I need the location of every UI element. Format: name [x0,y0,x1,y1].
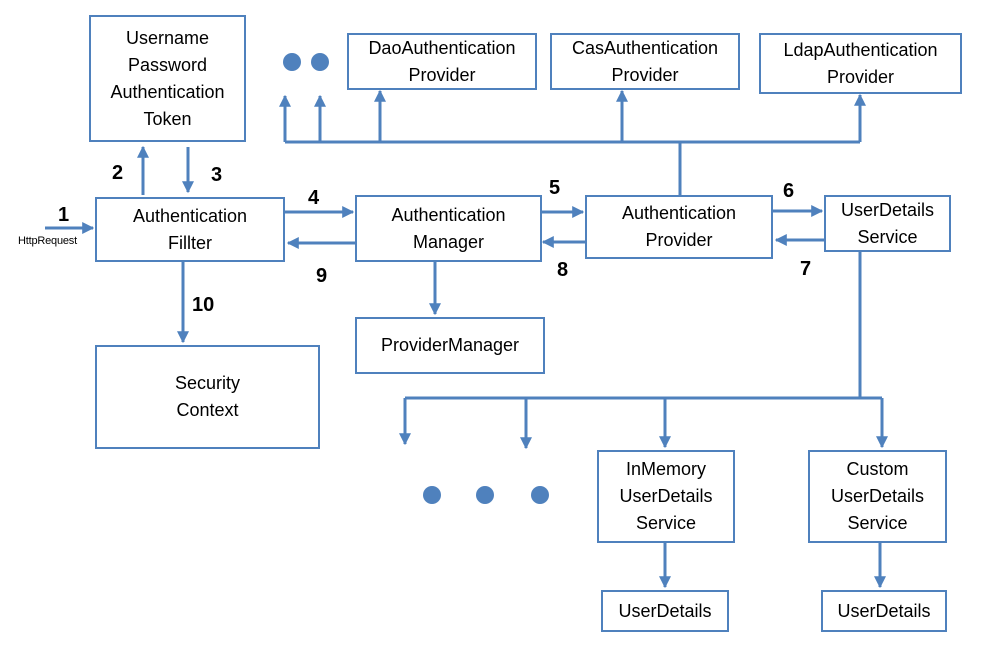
security-context-box: Security Context [95,345,320,449]
ellipsis-dot [531,486,549,504]
step-label-10: 10 [192,294,215,316]
user-details-box-custom: UserDetails [821,590,947,632]
step-label-6: 6 [783,180,795,202]
provider-manager-box: ProviderManager [355,317,545,374]
ellipsis-dot [283,53,301,71]
ellipsis-dot [423,486,441,504]
step-label-9: 9 [316,265,328,287]
dao-authentication-provider-box: DaoAuthentication Provider [347,33,537,90]
authentication-provider-box: Authentication Provider [585,195,773,259]
step-label-7: 7 [800,258,812,280]
step-label-3: 3 [211,164,223,186]
custom-user-details-service-box: Custom UserDetails Service [808,450,947,543]
authentication-filter-box: Authentication Fillter [95,197,285,262]
ellipsis-dot [311,53,329,71]
user-details-service-box: UserDetails Service [824,195,951,252]
http-request-label: HttpRequest [18,235,77,247]
step-label-1: 1 [58,204,70,226]
ellipsis-dot [476,486,494,504]
inmemory-user-details-service-box: InMemory UserDetails Service [597,450,735,543]
username-password-authentication-token-box: Username Password Authentication Token [89,15,246,142]
cas-authentication-provider-box: CasAuthentication Provider [550,33,740,90]
step-label-2: 2 [112,162,124,184]
step-label-5: 5 [549,177,561,199]
authentication-manager-box: Authentication Manager [355,195,542,262]
step-label-8: 8 [557,259,569,281]
user-details-box-inmemory: UserDetails [601,590,729,632]
step-label-4: 4 [308,187,320,209]
ldap-authentication-provider-box: LdapAuthentication Provider [759,33,962,94]
